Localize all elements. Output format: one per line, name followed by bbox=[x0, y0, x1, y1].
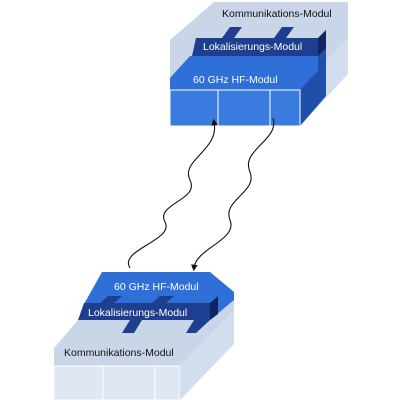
top-comm-label: Kommunikations-Modul bbox=[222, 8, 332, 20]
top-hf-label: 60 GHz HF-Modul bbox=[193, 74, 278, 86]
top-hf-front-face bbox=[169, 89, 301, 127]
downlink-wave bbox=[191, 117, 275, 272]
wireless-links bbox=[127, 117, 275, 272]
top-loc-bar bbox=[192, 38, 318, 56]
top-loc-label: Lokalisierungs-Modul bbox=[203, 41, 302, 53]
bottom-comm-top-face bbox=[54, 294, 234, 366]
bottom-hf-label: 60 GHz HF-Modul bbox=[114, 281, 199, 293]
bottom-loc-label: Lokalisierungs-Modul bbox=[88, 307, 187, 319]
bottom-loc-module: Lokalisierungs-Modul bbox=[78, 296, 218, 333]
top-stack: Kommunikations-Modul Lokalisierungs-Modu… bbox=[169, 2, 348, 127]
top-hf-side-face-lower bbox=[300, 62, 326, 126]
bottom-loc-side bbox=[210, 296, 218, 320]
bottom-comm-label: Kommunikations-Modul bbox=[64, 347, 174, 359]
top-hf-top-face bbox=[170, 56, 318, 90]
bottom-comm-side-face bbox=[180, 310, 234, 400]
uplink-wave bbox=[127, 118, 218, 269]
bottom-loc-top-face bbox=[78, 296, 210, 333]
top-hf-module: 60 GHz HF-Modul bbox=[169, 48, 326, 127]
bottom-comm-module: Kommunikations-Modul bbox=[53, 294, 234, 400]
bottom-comm-front-face bbox=[53, 365, 181, 400]
bottom-stack: Kommunikations-Modul 60 GHz HF-Modul Lok… bbox=[53, 272, 234, 400]
top-loc-module: Lokalisierungs-Modul bbox=[192, 27, 326, 64]
